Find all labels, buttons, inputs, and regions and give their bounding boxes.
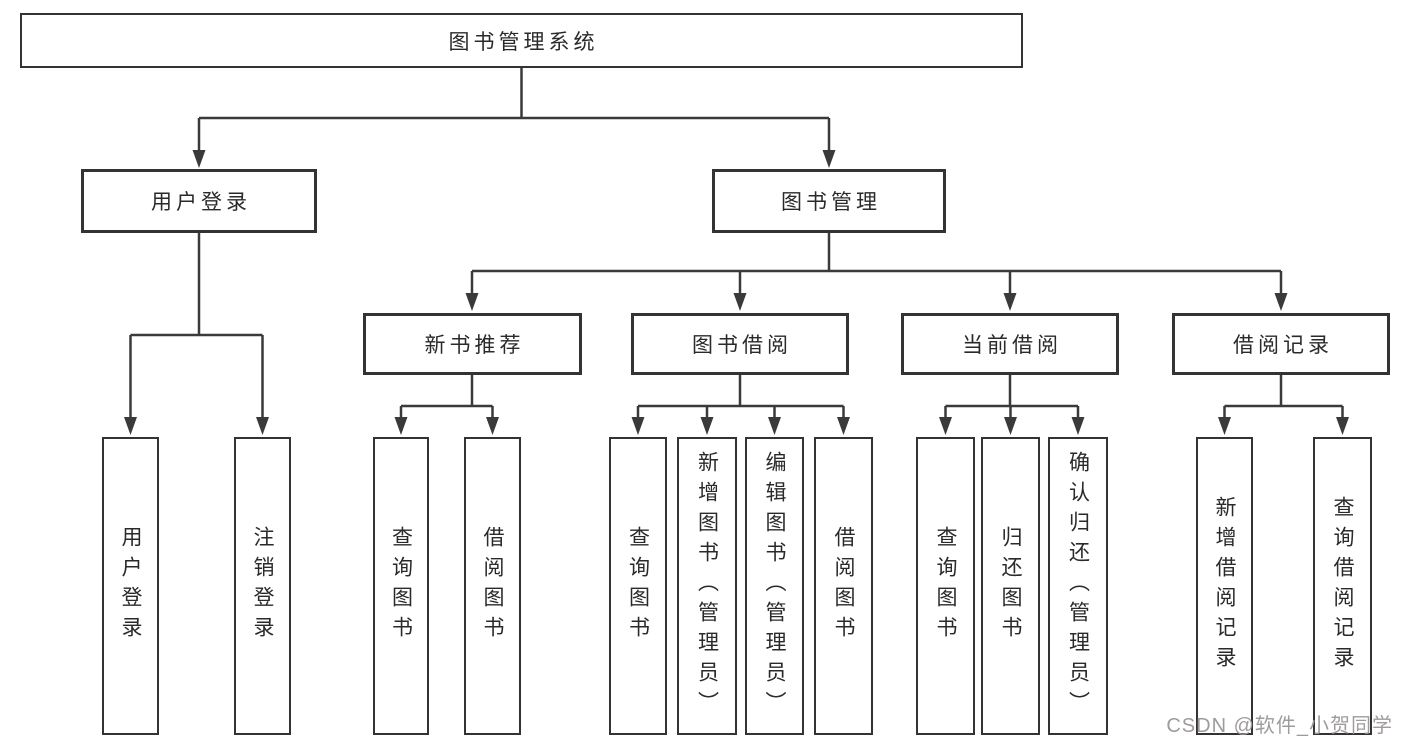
- leaf-confirm-return-admin: 确认归还（管理员）: [1048, 437, 1108, 735]
- leaf-add-borrow-record-label: 新增借阅记录: [1213, 496, 1237, 676]
- node-current-borrow: 当前借阅: [901, 313, 1119, 375]
- connector-current-borrow-to-leaves: [939, 375, 1085, 435]
- leaf-query-books-recommend: 查询图书: [373, 437, 429, 735]
- node-new-book-recommend: 新书推荐: [363, 313, 582, 375]
- leaf-query-books-recommend-label: 查询图书: [389, 526, 413, 646]
- connector-new-book-to-leaves: [394, 375, 499, 435]
- leaf-user-login: 用户登录: [102, 437, 159, 735]
- leaf-logout-label: 注销登录: [251, 526, 275, 646]
- leaf-query-books-borrow-label: 查询图书: [626, 526, 650, 646]
- leaf-query-books-current-label: 查询图书: [934, 526, 958, 646]
- node-book-management: 图书管理: [712, 169, 946, 233]
- leaf-return-book-label: 归还图书: [999, 526, 1023, 646]
- leaf-add-book-admin-label: 新增图书（管理员）: [695, 451, 719, 721]
- leaf-query-books-borrow: 查询图书: [609, 437, 667, 735]
- connector-borrow-records-to-leaves: [1218, 375, 1349, 435]
- leaf-borrow-books-recommend-label: 借阅图书: [481, 526, 505, 646]
- leaf-user-login-label: 用户登录: [119, 526, 143, 646]
- leaf-add-book-admin: 新增图书（管理员）: [677, 437, 737, 735]
- node-borrow-records: 借阅记录: [1172, 313, 1390, 375]
- leaf-edit-book-admin: 编辑图书（管理员）: [745, 437, 804, 735]
- leaf-edit-book-admin-label: 编辑图书（管理员）: [763, 451, 787, 721]
- connector-book-borrow-to-leaves: [631, 375, 850, 435]
- csdn-watermark: CSDN @软件_小贺同学: [1166, 715, 1393, 737]
- leaf-query-borrow-record-label: 查询借阅记录: [1331, 496, 1355, 676]
- connector-user-login-to-leaves: [124, 233, 269, 435]
- node-root: 图书管理系统: [20, 13, 1023, 68]
- leaf-query-borrow-record: 查询借阅记录: [1313, 437, 1372, 735]
- leaf-logout: 注销登录: [234, 437, 291, 735]
- leaf-borrow-books-recommend: 借阅图书: [464, 437, 521, 735]
- leaf-query-books-current: 查询图书: [916, 437, 975, 735]
- leaf-borrow-books: 借阅图书: [814, 437, 873, 735]
- node-user-login: 用户登录: [81, 169, 317, 233]
- leaf-borrow-books-label: 借阅图书: [832, 526, 856, 646]
- leaf-add-borrow-record: 新增借阅记录: [1196, 437, 1253, 735]
- connector-book-management-to-level3: [465, 233, 1288, 311]
- leaf-return-book: 归还图书: [981, 437, 1040, 735]
- connector-root-to-level2: [192, 68, 836, 168]
- leaf-confirm-return-admin-label: 确认归还（管理员）: [1066, 451, 1090, 721]
- node-book-borrow: 图书借阅: [631, 313, 849, 375]
